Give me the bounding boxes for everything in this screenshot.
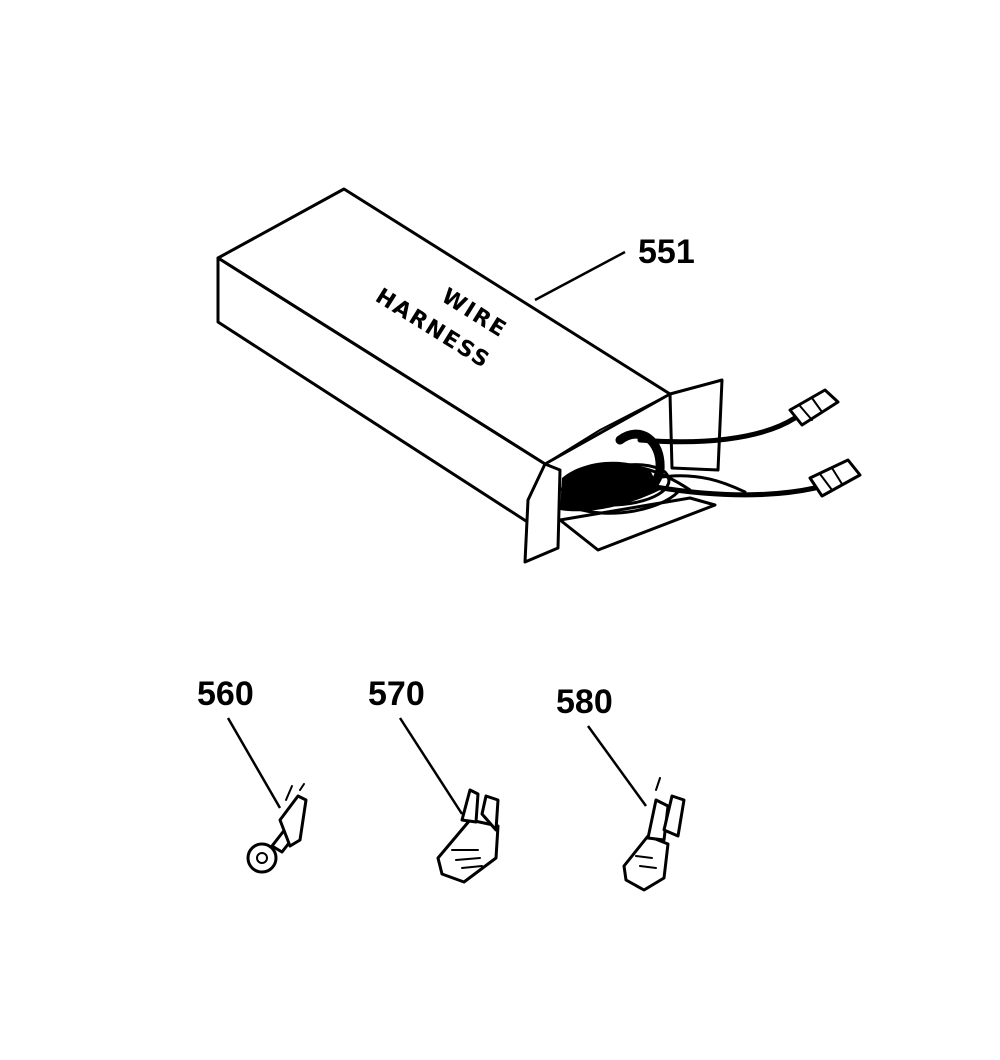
quick-connect-terminal-580 — [622, 777, 686, 892]
ring-terminal-560 — [246, 783, 308, 874]
leader-560 — [226, 717, 282, 809]
callout-560: 560 — [197, 675, 254, 713]
leader-580 — [586, 725, 648, 807]
connector-lower — [808, 458, 862, 498]
wire-harness-box: WIRE HARNESS — [216, 187, 724, 564]
harness-wires — [627, 415, 818, 498]
callout-570: 570 — [368, 675, 425, 713]
connector-upper — [788, 388, 840, 427]
callout-580: 580 — [556, 683, 613, 721]
leader-551 — [534, 250, 626, 302]
spade-terminal-570 — [436, 788, 500, 884]
leader-570 — [398, 717, 464, 815]
callout-551: 551 — [638, 233, 695, 271]
